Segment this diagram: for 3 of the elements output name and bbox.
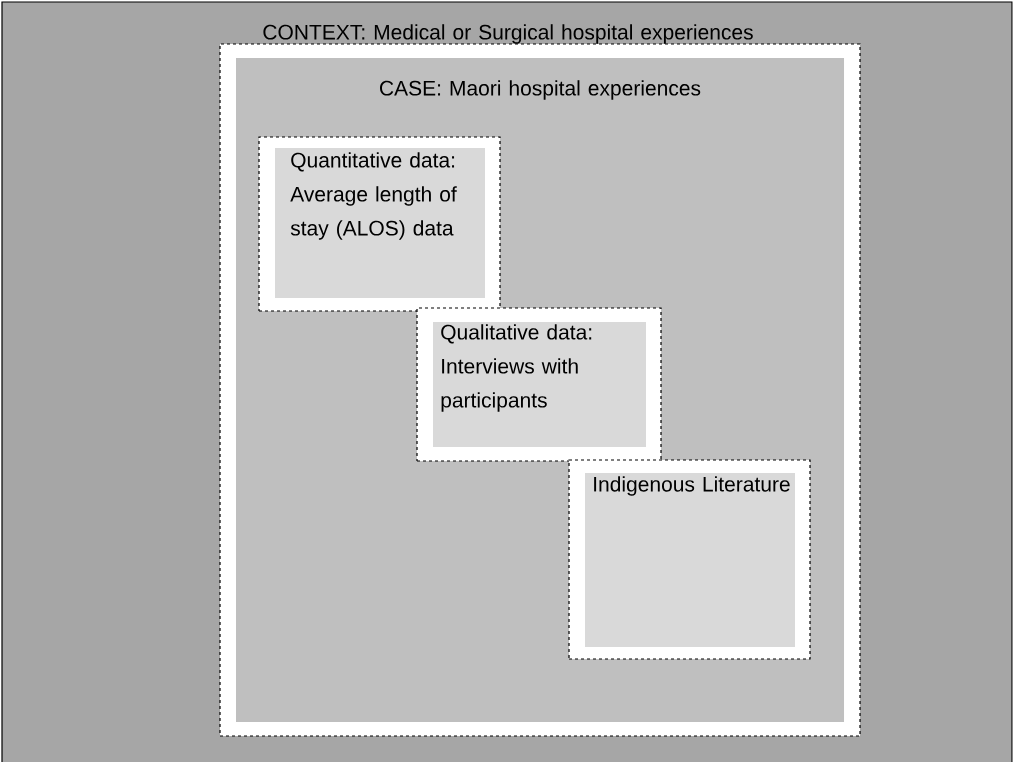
data-box: Quantitative data: Average length of stay (ALOS) data — [258, 136, 501, 312]
data-box: Qualitative data: Interviews with participants — [416, 307, 662, 462]
data-box: Indigenous Literature — [568, 459, 811, 660]
